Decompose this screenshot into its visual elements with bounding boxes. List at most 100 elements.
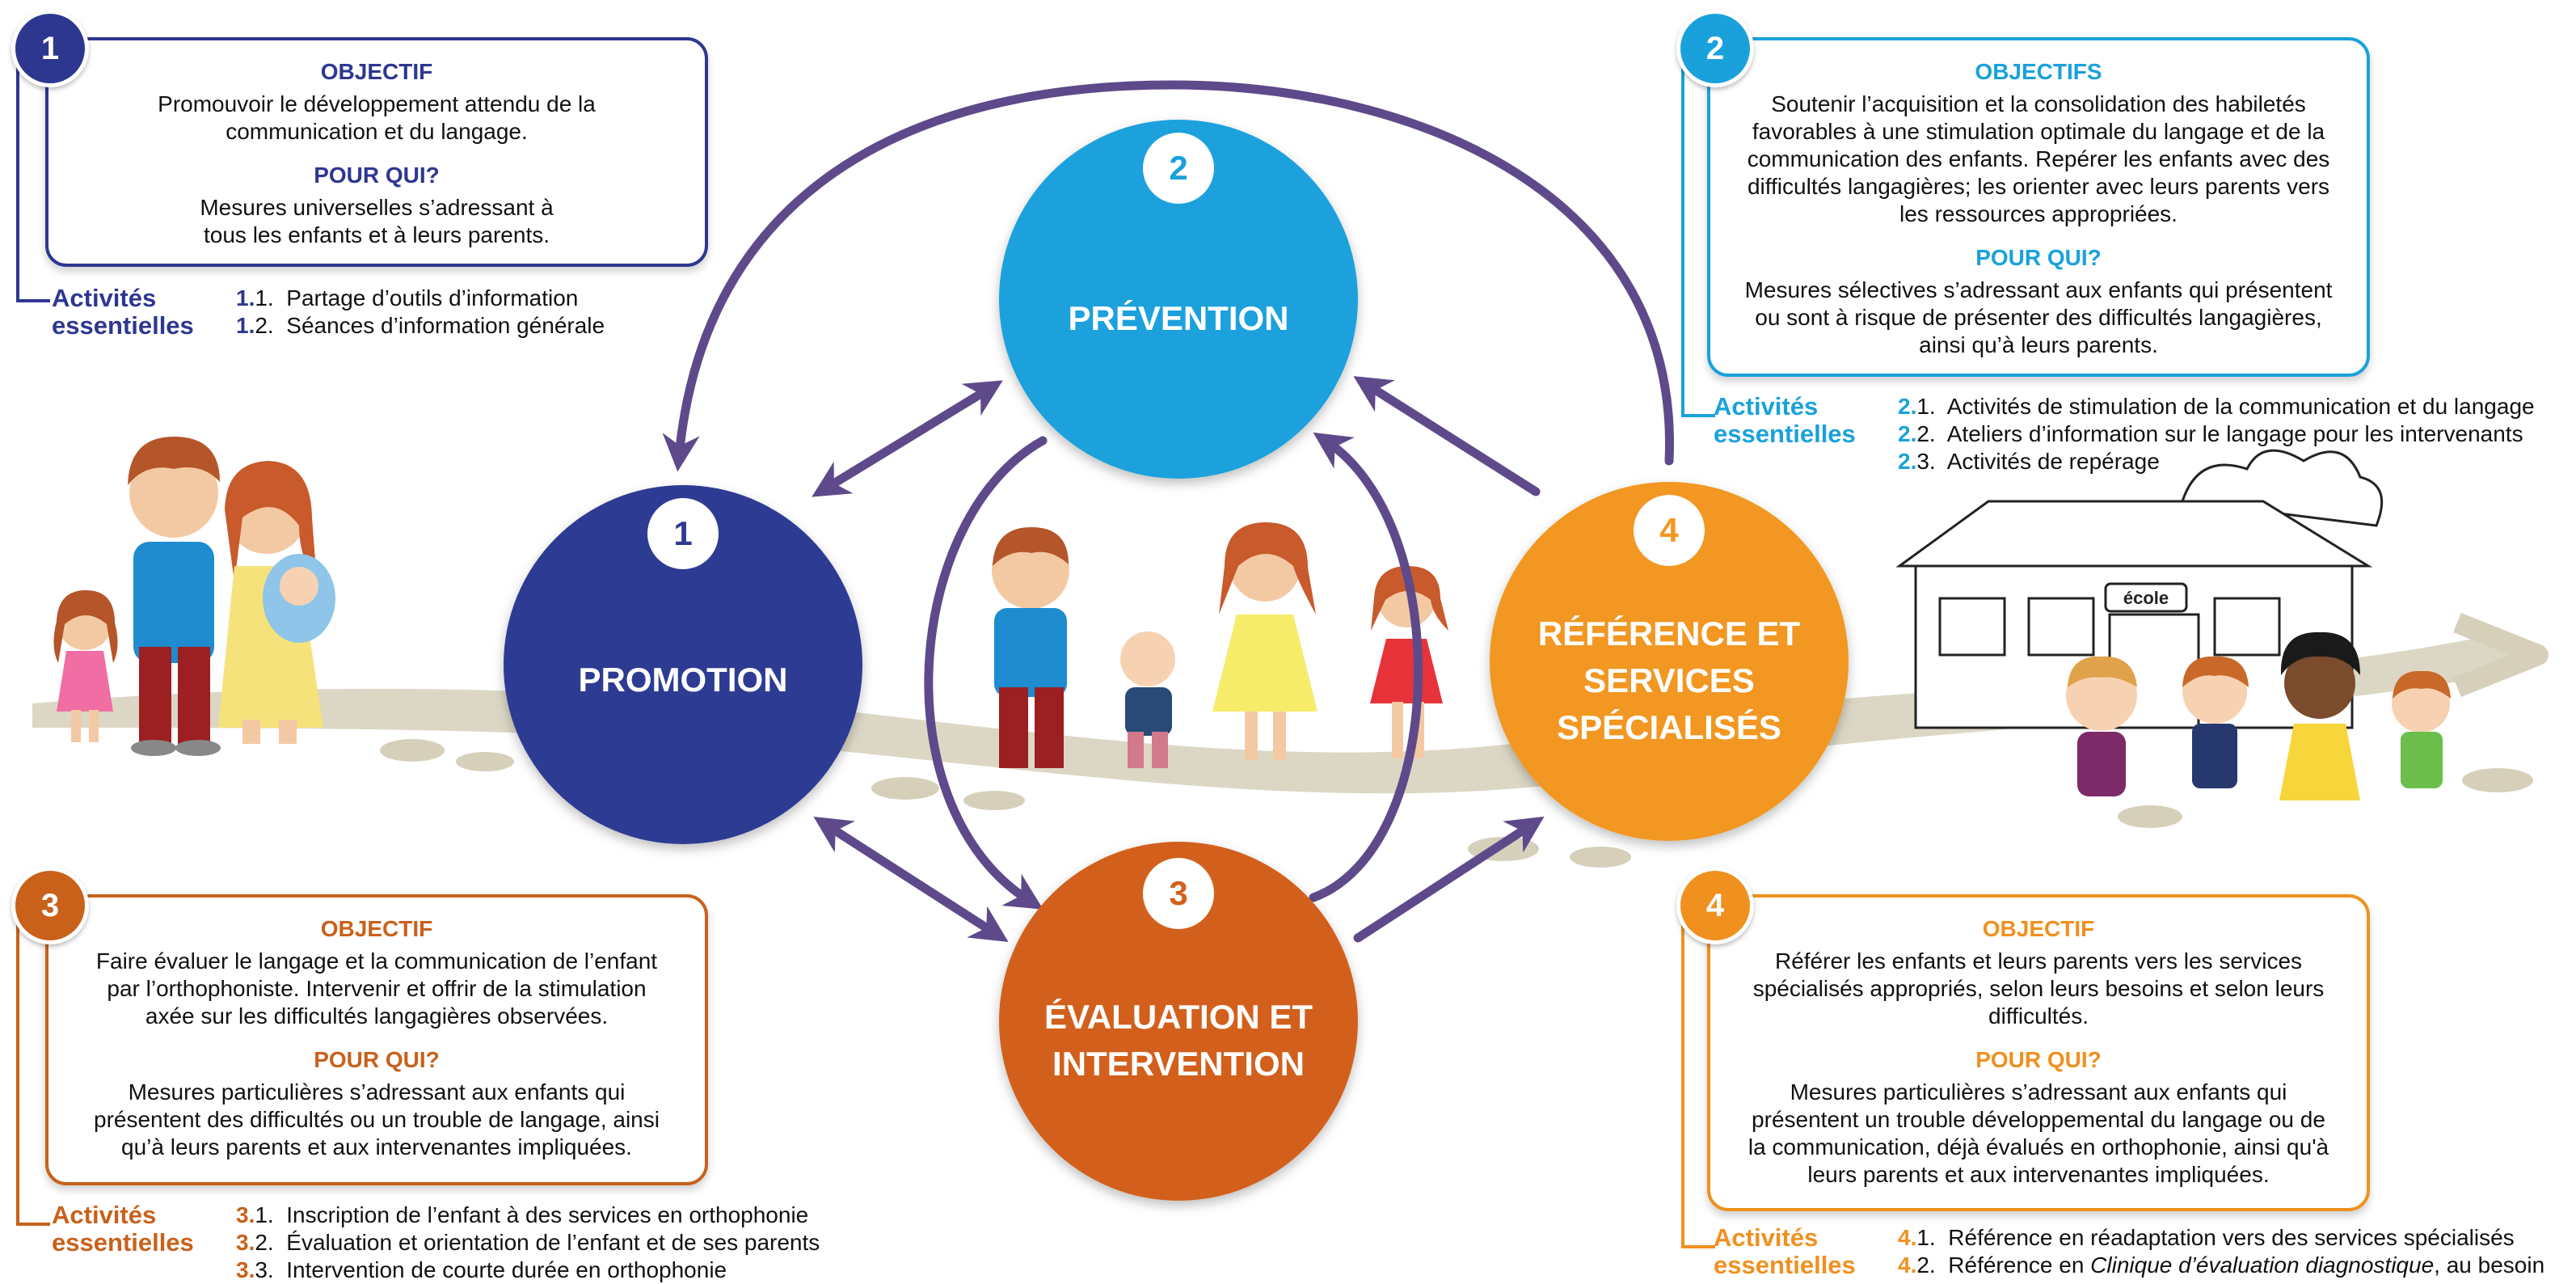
activity-subnumber: 1. [1916, 394, 1936, 419]
box2-number-badge: 2 [1676, 10, 1754, 87]
box1-panel: OBJECTIF Promouvoir le développement att… [45, 37, 708, 267]
activity-number: 2. [1898, 394, 1917, 419]
circle-number-reference: 4 [1659, 511, 1679, 549]
circle-number-evaluation: 3 [1169, 874, 1187, 912]
activity-subnumber: 2. [1916, 421, 1936, 446]
box4-objective-line: Référer les enfants et leurs parents ver… [1774, 948, 2303, 974]
activity-text: Référence en réadaptation vers des servi… [1948, 1225, 2515, 1250]
circle-label-evaluation-line2: INTERVENTION [1052, 1045, 1305, 1083]
activity-number: 3. [236, 1202, 255, 1227]
family-illustration-center [992, 522, 1448, 768]
circle-label-reference-line1: RÉFÉRENCE ET [1538, 615, 1801, 653]
box3-objective-line: Faire évaluer le langage et la communica… [95, 948, 658, 974]
school-sign: école [2123, 588, 2169, 608]
box4-objective-line: spécialisés appropriés, selon leurs beso… [1752, 976, 2325, 1001]
activity-number: 3. [236, 1230, 255, 1255]
box4-activities-title-line: essentielles [1714, 1251, 1856, 1279]
box4-objective-heading: OBJECTIF [1982, 916, 2095, 941]
arrow-prevention-evaluation [924, 436, 1048, 910]
box1-objective-line: Promouvoir le développement attendu de l… [158, 91, 596, 116]
box3-activity-item: 3.2. Évaluation et orientation de l’enfa… [236, 1229, 820, 1257]
arrow-evaluation-prevention [1309, 432, 1423, 902]
box4-activities-title: Activités essentielles [1714, 1224, 1856, 1279]
activity-number: 4. [1898, 1252, 1917, 1278]
box1-activities-title: Activités essentielles [52, 285, 194, 340]
activity-text: Activités de repérage [1946, 449, 2160, 474]
circle-label-evaluation-line1: ÉVALUATION ET [1044, 998, 1313, 1036]
box3-activities-title-line: Activités [52, 1201, 157, 1229]
box2-activities-list: 2.1. Activités de stimulation de la comm… [1898, 393, 2535, 475]
box4-connector [1681, 914, 1715, 1248]
box1-objective-line: communication et du langage. [226, 119, 528, 144]
box2-objective-line: difficultés langagières; les orienter av… [1747, 174, 2330, 199]
box1-activity-item: 1.2. Séances d’information générale [236, 312, 605, 340]
arrow-prevention-promotion [812, 380, 1003, 497]
arrow-evaluation-reference [1353, 816, 1545, 943]
box2-objective-line: communication des enfants. Repérer les e… [1747, 146, 2330, 171]
box4-who-line: la communication, déjà évalués en orthop… [1748, 1134, 2329, 1159]
box3-who-line: qu’à leurs parents et aux intervenantes … [121, 1134, 632, 1159]
box2-activities-title: Activités essentielles [1714, 393, 1856, 448]
box3-objective-line: axée sur les difficultés langagières obs… [145, 1003, 609, 1028]
box3-activity-item: 3.3. Intervention de courte durée en ort… [236, 1257, 820, 1284]
box1-connector [16, 57, 50, 302]
activity-text-pre: Référence en [1948, 1252, 2091, 1278]
box4-activities-list: 4.1. Référence en réadaptation vers des … [1898, 1224, 2544, 1279]
box3-who-heading: POUR QUI? [314, 1047, 440, 1072]
kids-illustration [2066, 631, 2451, 800]
activity-text-post: , au besoin [2434, 1252, 2545, 1278]
box1-who-line: Mesures universelles s’adressant à [200, 195, 554, 220]
box3-objective-heading: OBJECTIF [320, 916, 433, 941]
activity-number: 2. [1898, 421, 1917, 446]
arrow-reference-promotion [662, 80, 1674, 472]
activity-text: Partage d’outils d’information [286, 285, 579, 310]
box3-who-line: Mesures particulières s’adressant aux en… [128, 1079, 626, 1104]
box1-activities-title-line: essentielles [52, 311, 194, 340]
box2-objective-line: les ressources appropriées. [1899, 201, 2178, 226]
activity-subnumber: 1. [255, 285, 274, 310]
box2-objective-line: Soutenir l’acquisition et la consolidati… [1771, 91, 2306, 116]
box3-activities-title-line: essentielles [52, 1228, 194, 1257]
box1-who-heading: POUR QUI? [314, 163, 440, 188]
circle-number-promotion: 1 [673, 514, 692, 552]
arrow-reference-prevention [1353, 376, 1541, 496]
circle-reference [1490, 482, 1849, 841]
activity-text-italic: Clinique d’évaluation diagnostique [2090, 1252, 2435, 1278]
box4-activity-item: 4.2. Référence en Clinique d’évaluation … [1898, 1252, 2544, 1279]
arrow-promotion-evaluation [813, 817, 1009, 942]
box1-activities-title-line: Activités [52, 284, 157, 312]
box3-activities-list: 3.1. Inscription de l’enfant à des servi… [236, 1202, 820, 1284]
box2-activities-title-line: essentielles [1714, 420, 1856, 448]
box4-objective-line: difficultés. [1988, 1003, 2089, 1028]
box4-activity-item: 4.1. Référence en réadaptation vers des … [1898, 1224, 2544, 1252]
activity-text: Évaluation et orientation de l’enfant et… [286, 1230, 820, 1255]
box4-who-line: leurs parents et aux intervenantes impli… [1807, 1162, 2270, 1187]
box3-connector [16, 914, 50, 1226]
box2-activity-item: 2.2. Ateliers d’information sur le langa… [1898, 420, 2535, 448]
box2-objective-heading: OBJECTIFS [1975, 59, 2102, 84]
box2-who-line: ou sont à risque de présenter des diffic… [1755, 305, 2322, 330]
circle-prevention [999, 120, 1358, 479]
circle-label-reference-line2: SERVICES [1583, 661, 1755, 699]
activity-number: 2. [1898, 449, 1917, 474]
activity-text: Activités de stimulation de la communica… [1946, 394, 2535, 419]
activity-text: Séances d’information générale [286, 313, 605, 338]
circle-promotion [504, 485, 862, 844]
activity-text: Inscription de l’enfant à des services e… [286, 1202, 809, 1227]
box1-number-badge: 1 [11, 10, 89, 87]
box3-objective-line: par l’orthophoniste. Intervenir et offri… [107, 976, 647, 1001]
box4-activities-title-line: Activités [1714, 1223, 1819, 1252]
box2-connector [1681, 57, 1715, 417]
activity-subnumber: 3. [255, 1257, 274, 1282]
box3-activity-item: 3.1. Inscription de l’enfant à des servi… [236, 1202, 820, 1229]
box1-objective-heading: OBJECTIF [320, 59, 433, 84]
box2-activity-item: 2.3. Activités de repérage [1898, 448, 2535, 475]
activity-number: 3. [236, 1257, 255, 1282]
box3-panel: OBJECTIF Faire évaluer le langage et la … [45, 894, 708, 1185]
activity-number: 1. [236, 285, 255, 310]
box3-who-line: présentent des difficultés ou un trouble… [94, 1107, 660, 1132]
circle-label-reference-line3: SPÉCIALISÉS [1557, 708, 1781, 746]
box1-who-line: tous les enfants et à leurs parents. [203, 222, 550, 247]
activity-subnumber: 2. [255, 313, 274, 338]
